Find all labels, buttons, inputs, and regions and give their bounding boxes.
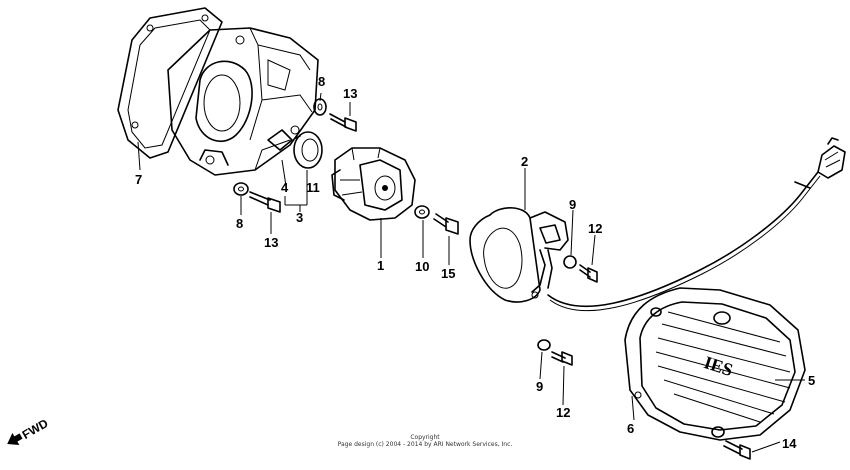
callout-14: 14 xyxy=(782,436,797,451)
arrow-left-icon xyxy=(7,432,23,446)
bolt-lower xyxy=(249,191,281,213)
fwd-indicator: FWD xyxy=(7,416,51,446)
callout-3: 3 xyxy=(296,210,303,225)
washer-9-lower xyxy=(537,339,551,351)
bolt-12-lower xyxy=(551,351,573,366)
callout-11: 11 xyxy=(306,180,320,195)
bolt-15 xyxy=(433,213,459,235)
washer-10 xyxy=(414,205,430,219)
callout-8-upper: 8 xyxy=(318,74,325,89)
callout-9-upper: 9 xyxy=(569,197,576,212)
callout-7: 7 xyxy=(135,172,142,187)
bolt-14 xyxy=(723,440,751,460)
callout-1: 1 xyxy=(377,258,384,273)
callout-6: 6 xyxy=(627,421,634,436)
washer-9-upper xyxy=(563,255,577,269)
wire-harness xyxy=(547,137,846,312)
callout-8-lower: 8 xyxy=(236,216,243,231)
callouts: 7 8 13 4 11 3 8 13 1 10 15 2 9 12 9 12 5… xyxy=(135,74,815,451)
callout-12-upper: 12 xyxy=(588,221,602,236)
callout-13-upper: 13 xyxy=(343,86,357,101)
gasket-part xyxy=(117,7,223,159)
footer-copyright: Copyright xyxy=(410,434,440,441)
callout-5: 5 xyxy=(808,373,815,388)
fwd-label: FWD xyxy=(20,416,51,442)
footer-credit: Page design (c) 2004 - 2014 by ARI Netwo… xyxy=(337,441,513,448)
bolt-upper xyxy=(329,113,357,132)
callout-12-lower: 12 xyxy=(556,405,570,420)
pulser-plate-part xyxy=(469,207,569,303)
ignition-module-part xyxy=(331,147,416,221)
leader-lines xyxy=(137,92,805,453)
cover-part: IES xyxy=(624,287,806,441)
callout-2: 2 xyxy=(521,154,528,169)
callout-10: 10 xyxy=(415,259,429,274)
callout-15: 15 xyxy=(441,266,455,281)
washer-lower xyxy=(233,182,249,196)
housing-part xyxy=(167,27,319,176)
callout-9-lower: 9 xyxy=(536,379,543,394)
callout-13-lower: 13 xyxy=(264,235,278,250)
oil-seal-part xyxy=(293,131,323,169)
callout-4: 4 xyxy=(281,180,289,195)
bolt-12-upper xyxy=(579,264,598,283)
